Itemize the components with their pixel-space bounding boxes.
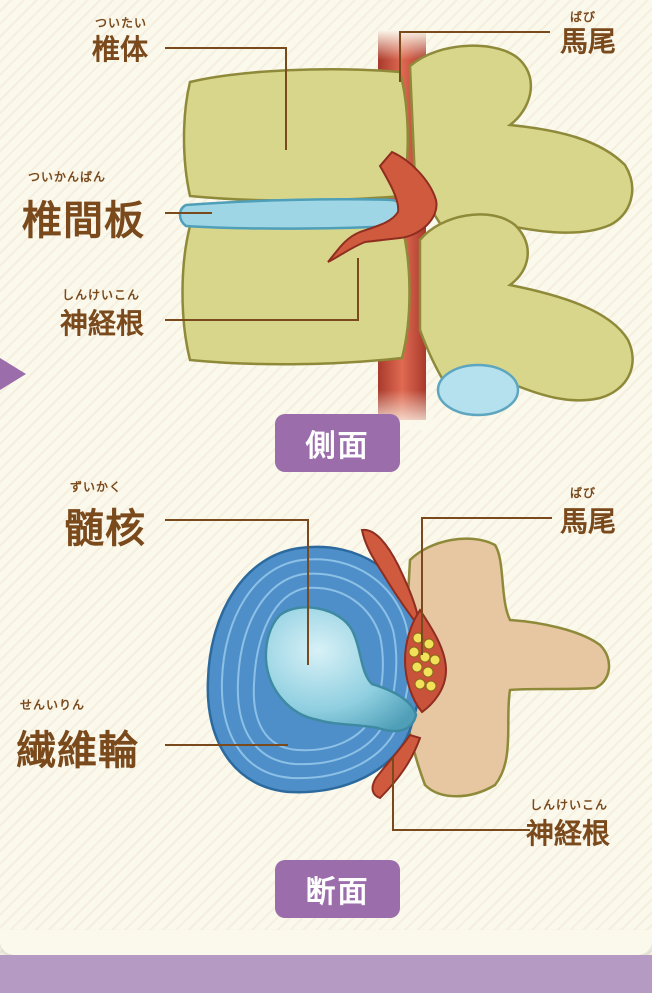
cross-leader-lines — [165, 517, 552, 831]
disc-ruby: ついかんばん — [28, 170, 107, 184]
nucleus-ruby: ずいかく — [70, 480, 123, 494]
annulus-ruby: せんいりん — [20, 698, 86, 712]
cross-cauda-ruby: ばび — [570, 486, 597, 500]
cross-nerve-root-ruby: しんけいこん — [530, 798, 609, 812]
cross-nerve-root-label: 神経根 — [526, 817, 611, 850]
side-processes — [408, 44, 634, 403]
side-view-caption: 側面 — [275, 414, 400, 472]
side-nerve-root-ruby: しんけいこん — [62, 288, 141, 302]
cross-vertebral-arch — [402, 537, 611, 798]
cross-cauda-label: 馬尾 — [560, 505, 617, 538]
nucleus-label: 髄核 — [64, 506, 146, 552]
vertebral-body-label: 椎体 — [92, 33, 149, 66]
panel-edge — [0, 930, 652, 955]
side-disc — [178, 197, 406, 230]
annulus-label: 繊維輪 — [16, 728, 139, 774]
left-arrow-icon — [0, 358, 26, 390]
side-cauda-label: 馬尾 — [560, 25, 617, 58]
cross-section-caption: 断面 — [275, 860, 400, 918]
side-leader-lines — [165, 31, 550, 321]
vertebral-body-ruby: ついたい — [95, 16, 148, 30]
cross-cauda-equina — [403, 608, 448, 714]
side-nerve-root-label: 神経根 — [60, 307, 145, 340]
side-lower-disc — [436, 363, 520, 417]
side-vertebral-bodies — [181, 68, 411, 366]
cross-nucleus — [264, 606, 418, 733]
disc-label: 椎間板 — [22, 198, 145, 244]
bottom-bar — [0, 955, 652, 993]
side-nerve-root — [327, 150, 438, 263]
side-cauda-ruby: ばび — [570, 10, 597, 24]
